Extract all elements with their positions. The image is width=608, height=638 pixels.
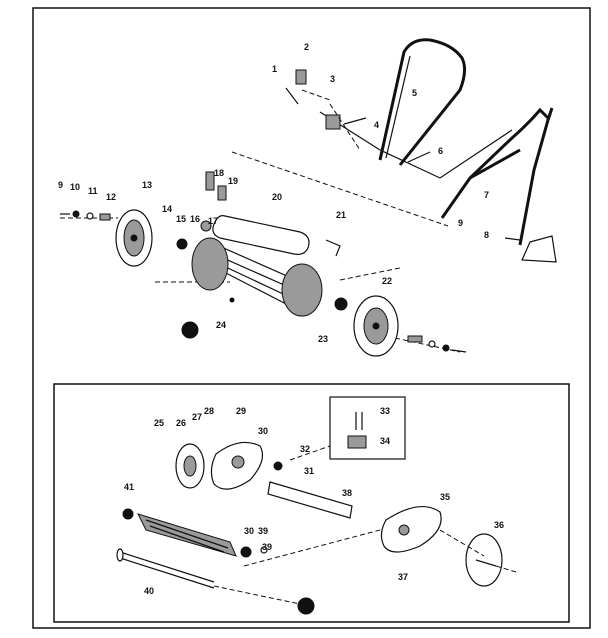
label-23: 23 [318,334,328,344]
label-29: 29 [236,406,246,416]
label-10: 10 [70,182,80,192]
label-28: 28 [204,406,214,416]
reel-assembly [176,171,341,317]
label-40: 40 [144,586,154,596]
label-12: 12 [106,192,116,202]
label-14: 14 [162,204,172,214]
label-24: 24 [216,320,226,330]
label-36: 36 [494,520,504,530]
label-16: 16 [190,214,200,224]
label-7: 7 [484,190,489,200]
upper-part-labels: 1 2 3 4 5 6 7 8 9 10 11 12 13 14 15 16 1… [58,42,489,344]
label-27: 27 [192,412,202,422]
label-38: 38 [342,488,352,498]
label-26: 26 [176,418,186,428]
label-9-right: 9 [458,218,463,228]
part-bottom-left-cap [181,321,199,339]
label-31: 31 [304,466,314,476]
label-25: 25 [154,418,164,428]
label-22: 22 [382,276,392,286]
label-39-bottom: 39 [262,542,272,552]
label-18: 18 [214,168,224,178]
label-41: 41 [124,482,134,492]
label-20: 20 [272,192,282,202]
label-8: 8 [484,230,489,240]
lower-part-labels: 25 26 27 28 29 30 31 32 33 34 35 36 37 3… [124,406,504,596]
wheel-right [353,295,399,357]
label-2: 2 [304,42,309,52]
label-4: 4 [374,120,379,130]
label-35: 35 [440,492,450,502]
hardware-right [407,335,467,353]
group-box-33-34 [329,396,406,460]
label-15: 15 [176,214,186,224]
wheel-left-13 [115,209,153,267]
label-39-mid: 39 [258,526,268,536]
lower-parts [116,412,503,615]
label-32: 32 [300,444,310,454]
label-19: 19 [228,176,238,186]
label-30-top: 30 [258,426,268,436]
label-9-left: 9 [58,180,63,190]
label-17: 17 [208,216,218,226]
label-1: 1 [272,64,277,74]
leader-lines-lower [213,445,517,605]
label-11: 11 [88,186,98,196]
part-23-nut [334,297,348,311]
label-5: 5 [412,88,417,98]
label-30-bottom: 30 [244,526,254,536]
label-13: 13 [142,180,152,190]
label-6: 6 [438,146,443,156]
label-33: 33 [380,406,390,416]
part-24-bolt [229,297,235,303]
handle-assembly [285,38,557,263]
label-37: 37 [398,572,408,582]
label-34: 34 [380,436,390,446]
label-3: 3 [330,74,335,84]
hardware-left [60,210,111,221]
label-21: 21 [336,210,346,220]
